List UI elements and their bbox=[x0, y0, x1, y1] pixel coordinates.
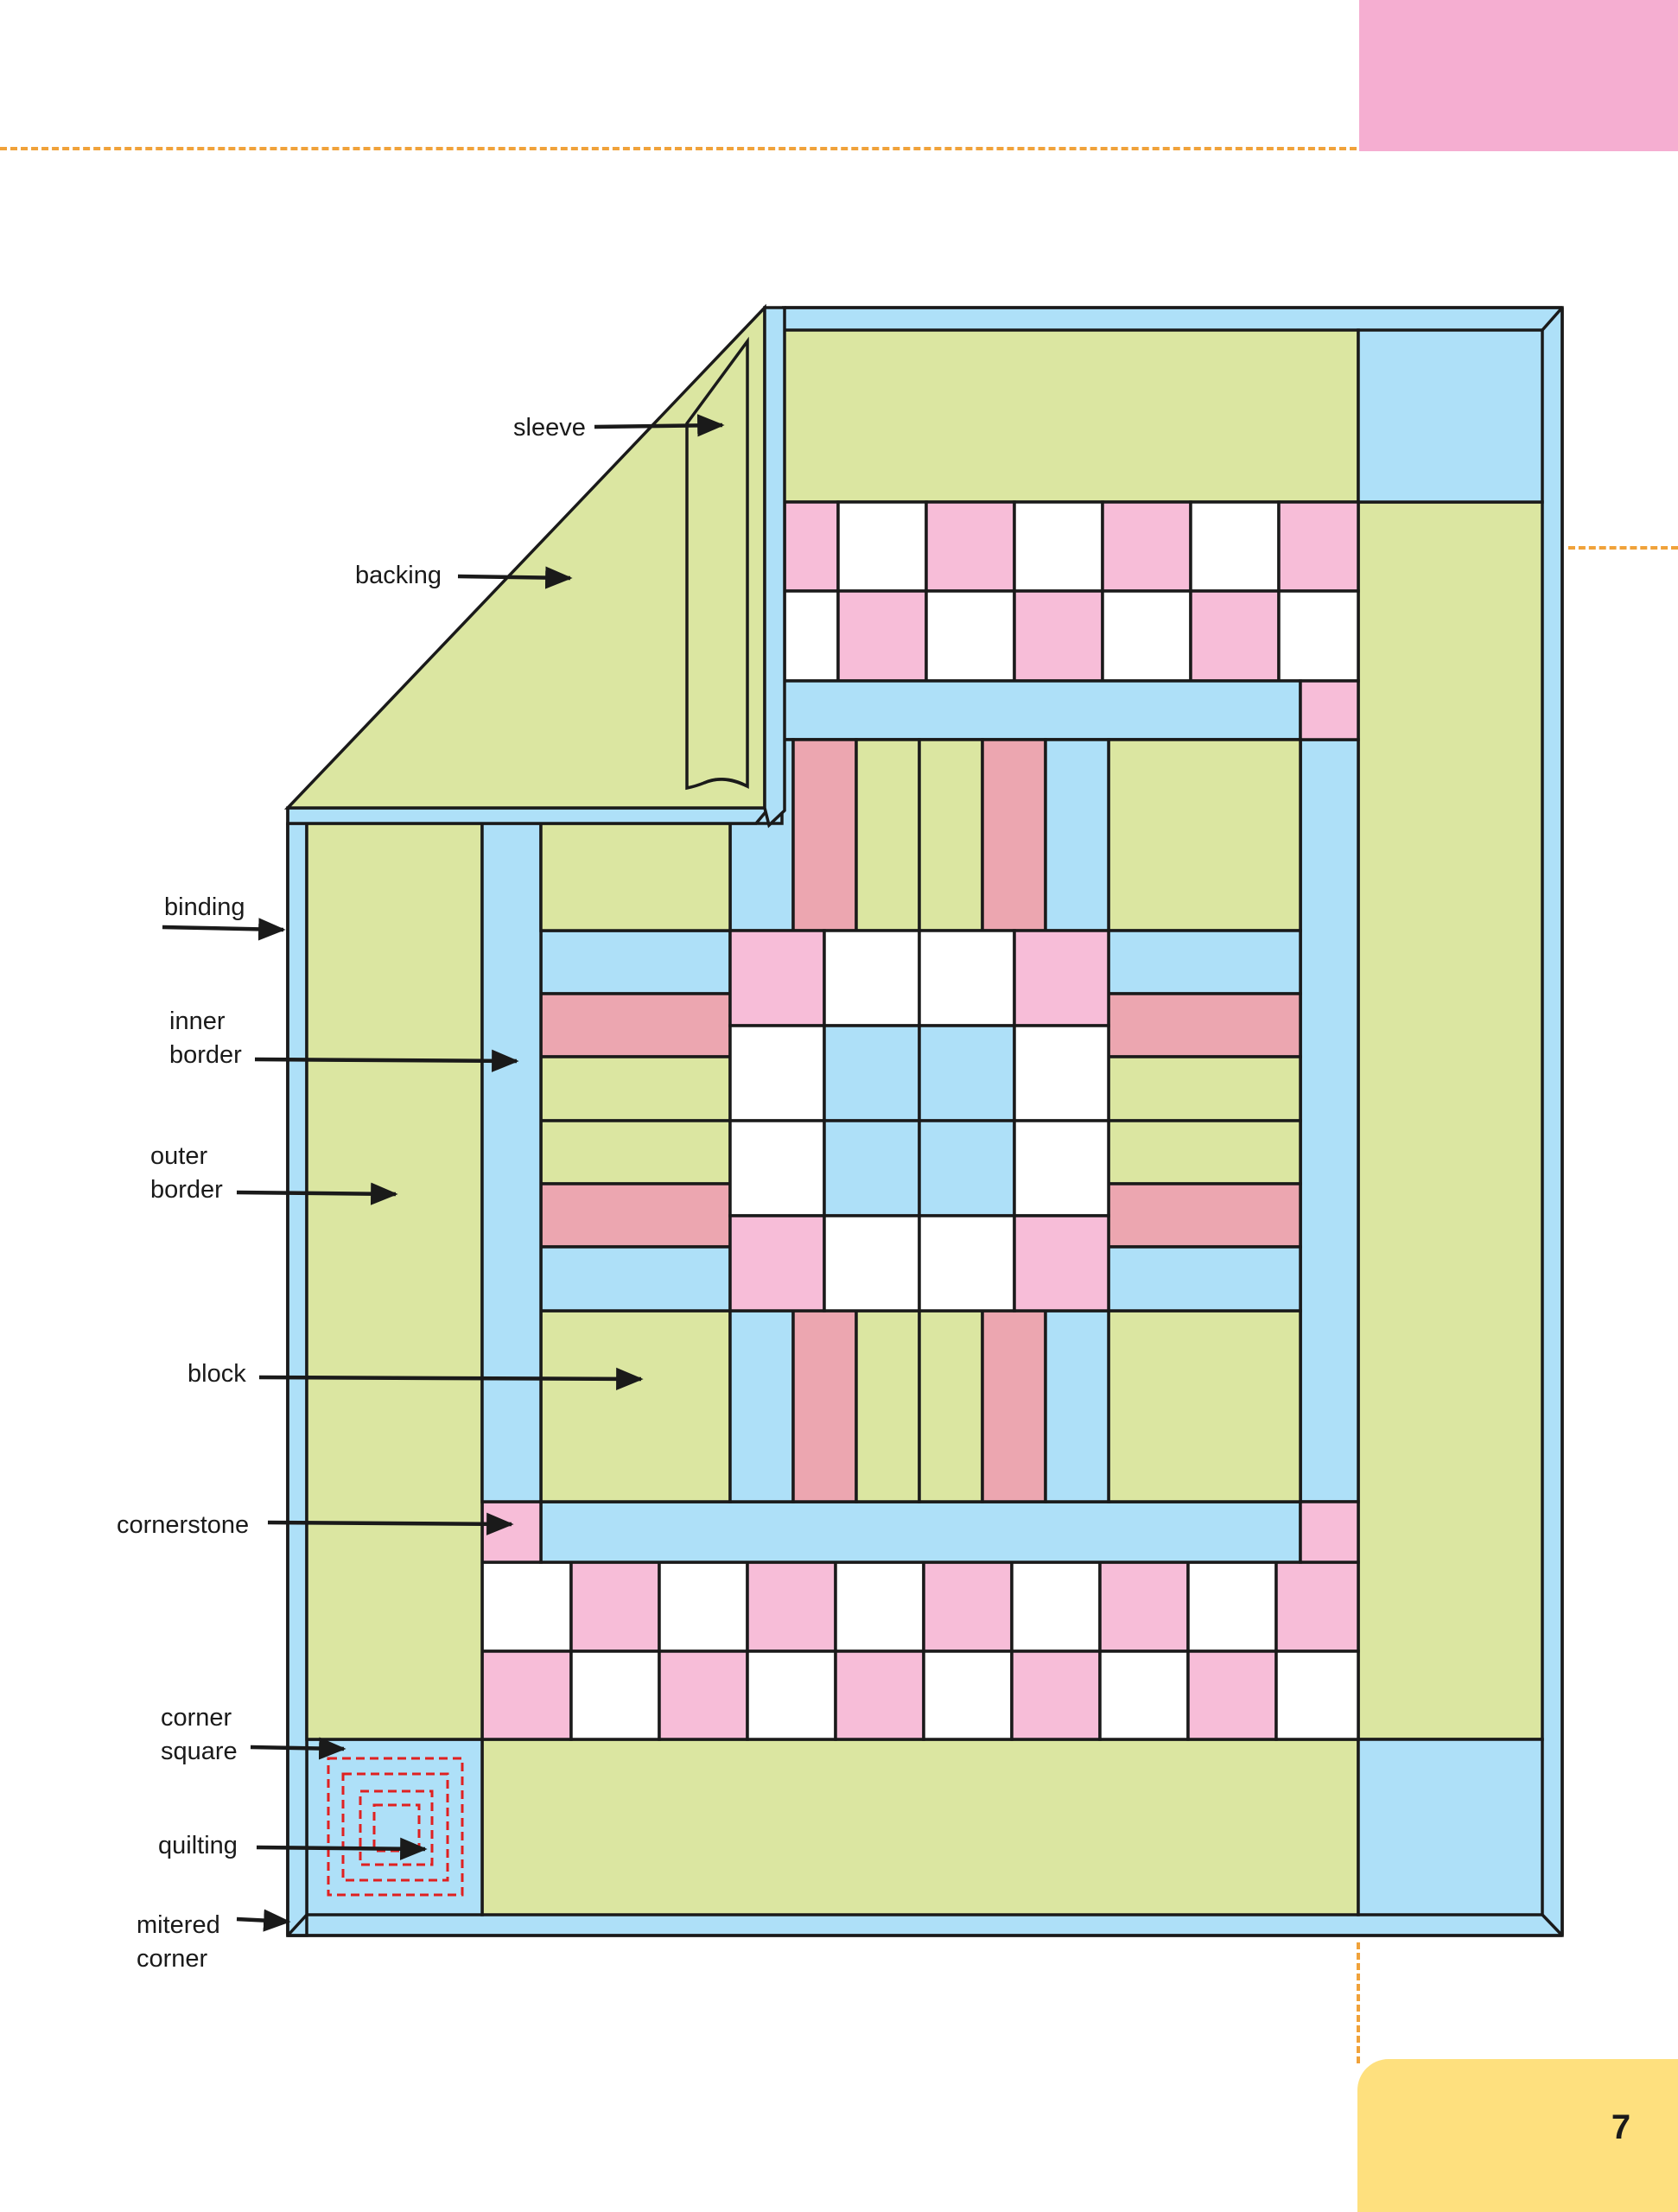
block-corner-bl bbox=[539, 1309, 732, 1503]
corner-square-bottom-left bbox=[305, 1738, 484, 1916]
block-corner-br bbox=[1107, 1309, 1302, 1503]
corner-square-top-right bbox=[1357, 328, 1544, 504]
rail-bottom bbox=[728, 1309, 1110, 1503]
arrow-cornerstone bbox=[267, 1512, 514, 1535]
label-inner-border-line2: border bbox=[169, 1041, 242, 1069]
label-quilting: quilting bbox=[158, 1832, 238, 1859]
arrow-backing bbox=[457, 566, 573, 589]
label-cornerstone: cornerstone bbox=[117, 1511, 249, 1539]
arrow-binding bbox=[162, 918, 286, 941]
arrow-sleeve bbox=[594, 414, 725, 437]
arrow-block bbox=[258, 1367, 644, 1390]
binding-fold-right bbox=[763, 306, 786, 829]
quilting-stitches bbox=[327, 1757, 464, 1897]
right-guide-line bbox=[1568, 546, 1678, 550]
arrow-quilting bbox=[256, 1837, 428, 1860]
label-binding: binding bbox=[164, 893, 245, 921]
arrow-corner-square bbox=[250, 1737, 346, 1760]
outer-border-bottom bbox=[480, 1738, 1360, 1916]
rail-left bbox=[539, 929, 732, 1313]
top-guide-line bbox=[0, 147, 1357, 150]
checker-band-top bbox=[783, 500, 1360, 683]
rail-right bbox=[1107, 929, 1302, 1313]
outer-border-top bbox=[780, 328, 1360, 504]
inner-border-bottom bbox=[539, 1500, 1302, 1564]
arrow-mitered-corner bbox=[236, 1909, 291, 1932]
binding-left bbox=[286, 822, 308, 1937]
label-corner-square-line2: square bbox=[161, 1738, 238, 1765]
arrow-outer-border bbox=[236, 1182, 398, 1205]
label-mitered-corner-line1: mitered bbox=[137, 1911, 220, 1939]
inner-border-top bbox=[780, 679, 1302, 741]
quilt-illustration bbox=[283, 303, 1564, 1937]
inner-border-left-visible bbox=[480, 822, 543, 1503]
inner-border-right bbox=[1299, 738, 1360, 1503]
block-center bbox=[728, 929, 1110, 1313]
outer-border-right bbox=[1357, 500, 1544, 1741]
callout-labels: sleeve backing binding inner border oute… bbox=[117, 414, 586, 1973]
label-mitered-corner-line2: corner bbox=[137, 1945, 208, 1973]
label-block: block bbox=[188, 1360, 246, 1388]
binding-fold-top bbox=[286, 806, 772, 825]
sleeve-edge bbox=[703, 778, 748, 788]
corner-square-bottom-right bbox=[1357, 1738, 1544, 1916]
block-corner-tl-visible bbox=[539, 822, 732, 932]
label-inner-border-line1: inner bbox=[169, 1007, 226, 1035]
checker-band-bottom bbox=[480, 1560, 1360, 1741]
label-outer-border-line1: outer bbox=[150, 1142, 207, 1170]
page-number-tab bbox=[1357, 2059, 1678, 2212]
label-corner-square-line1: corner bbox=[161, 1704, 232, 1732]
arrow-inner-border bbox=[254, 1049, 519, 1072]
page-number: 7 bbox=[1611, 2108, 1631, 2146]
callout-arrows bbox=[162, 414, 725, 1932]
block-corner-tr bbox=[1107, 738, 1302, 932]
label-backing: backing bbox=[355, 562, 442, 589]
cornerstone-bottom-right bbox=[1299, 1500, 1360, 1564]
outer-border-left-visible bbox=[305, 822, 484, 1741]
label-sleeve: sleeve bbox=[513, 414, 586, 442]
cornerstone-bottom-left bbox=[480, 1500, 543, 1564]
bottom-guide-line bbox=[1357, 1942, 1360, 2063]
label-outer-border-line2: border bbox=[150, 1176, 223, 1204]
cornerstone-top-right bbox=[1299, 679, 1360, 741]
rail-top bbox=[728, 738, 1110, 932]
header-color-tab bbox=[1359, 0, 1678, 151]
